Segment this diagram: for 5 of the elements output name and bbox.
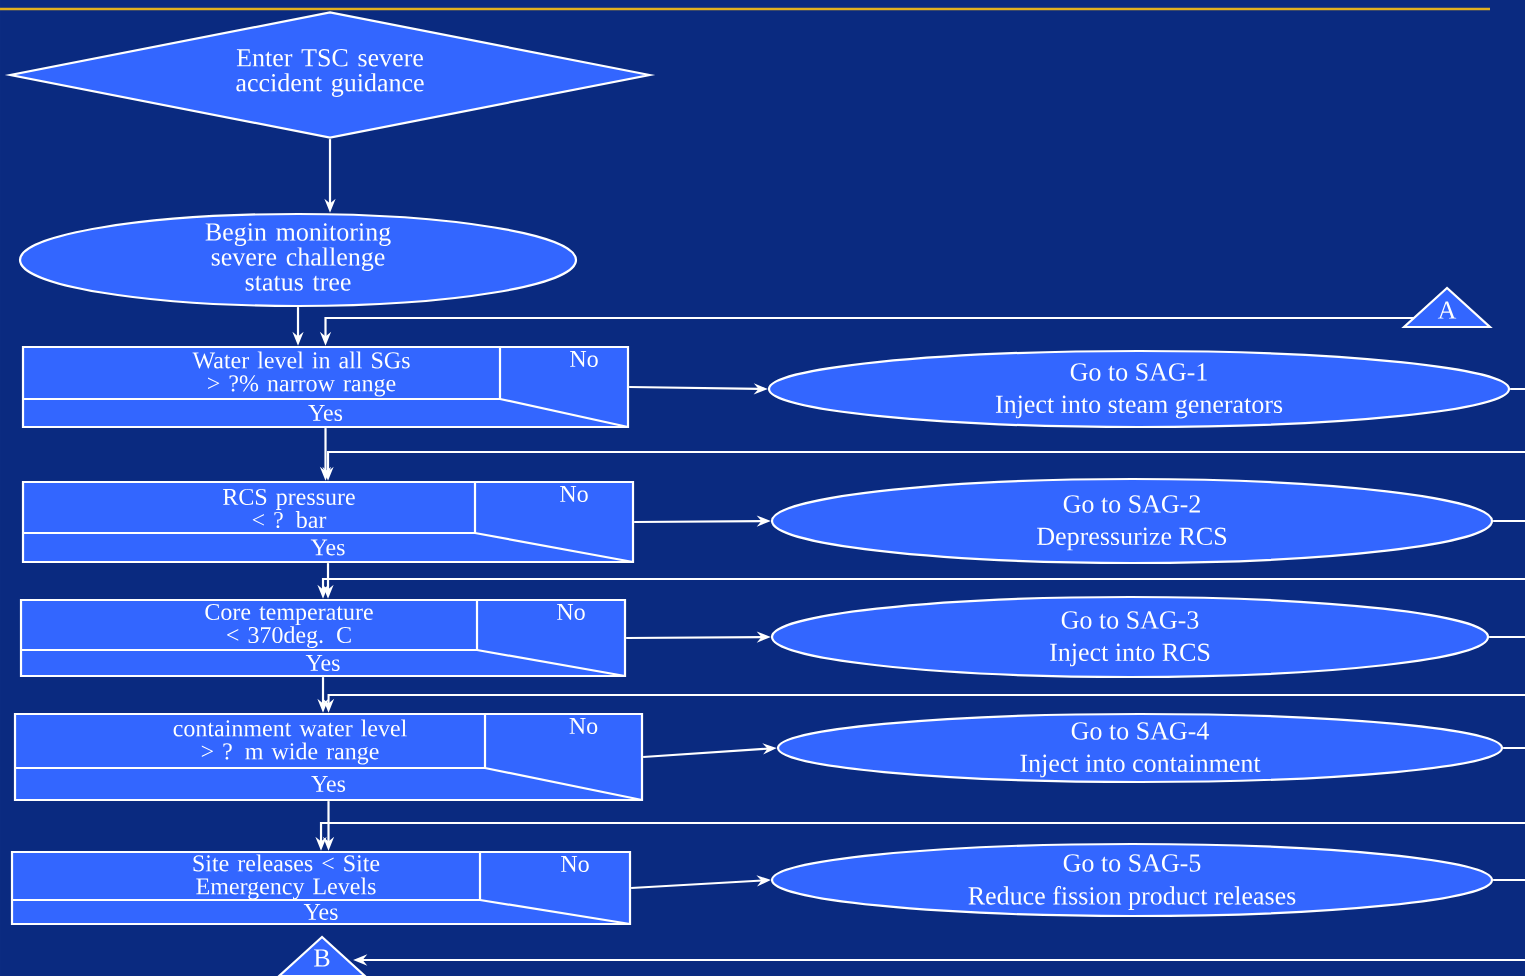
decision-box: Core temperature < 370deg. C No Yes: [19, 598, 627, 678]
decision-box: Water level in all SGs > ?% narrow range No Yes: [21, 345, 630, 429]
decision-box: Site releases < Site Emergency Levels No Yes: [10, 850, 632, 926]
decision-box: containment water level > ? m wide range No Yes: [13, 712, 644, 802]
decision-box: RCS pressure < ? bar No Yes: [21, 480, 635, 564]
